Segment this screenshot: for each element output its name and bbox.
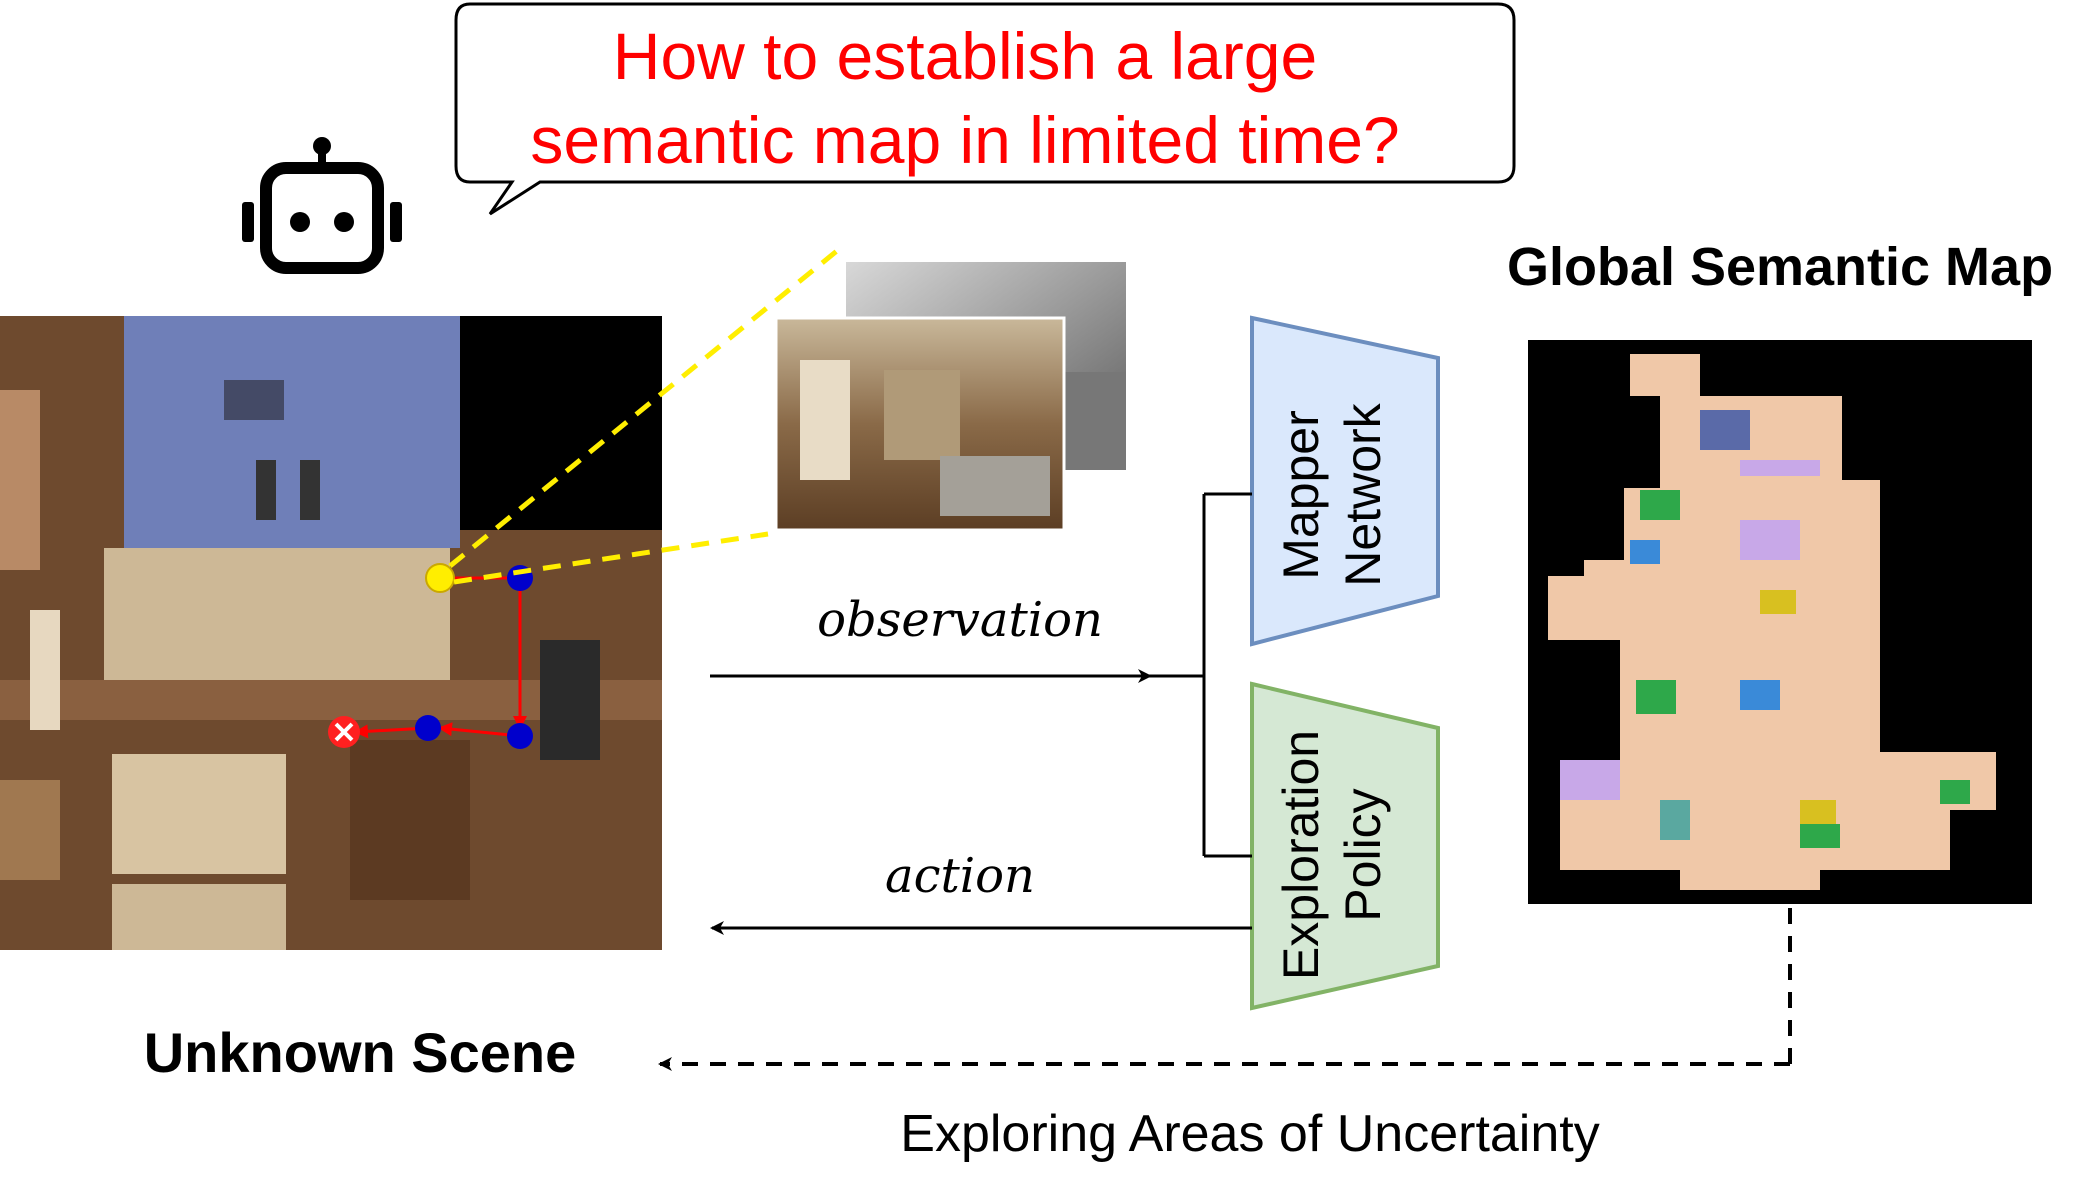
observation-label: observation <box>817 592 1103 648</box>
rgb-image <box>774 316 1066 532</box>
mapper-network-block <box>1250 315 1440 647</box>
agent-marker <box>425 563 455 593</box>
policy-line-1: Exploration <box>1273 729 1329 981</box>
mapper-line-2: Network <box>1335 403 1391 587</box>
exploration-policy-label: Exploration Policy <box>1270 695 1420 1015</box>
scene-label: Unknown Scene <box>143 1021 577 1084</box>
policy-line-2: Policy <box>1335 788 1391 922</box>
view-cone <box>448 248 840 585</box>
mapper-line-1: Mapper <box>1273 410 1329 580</box>
exploration-policy-block <box>1250 681 1440 1011</box>
uncertainty-arrow <box>658 908 1792 1071</box>
map-title: Global Semantic Map <box>1506 237 2054 297</box>
waypoint <box>507 723 533 749</box>
robot-icon <box>242 137 402 274</box>
question-text: How to establish a large semantic map in… <box>470 14 1460 182</box>
speech-bubble <box>454 2 1516 216</box>
exploring-label: Exploring Areas of Uncertainty <box>900 1105 1600 1163</box>
semantic-map <box>1528 340 2032 904</box>
mapper-network-label: Mapper Network <box>1270 335 1420 655</box>
question-line-2: semantic map in limited time? <box>530 103 1400 177</box>
scene-image <box>0 316 662 950</box>
waypoint <box>415 715 441 741</box>
question-line-1: How to establish a large <box>612 19 1318 93</box>
action-label: action <box>885 848 1035 904</box>
observation-arrow <box>710 492 1252 858</box>
